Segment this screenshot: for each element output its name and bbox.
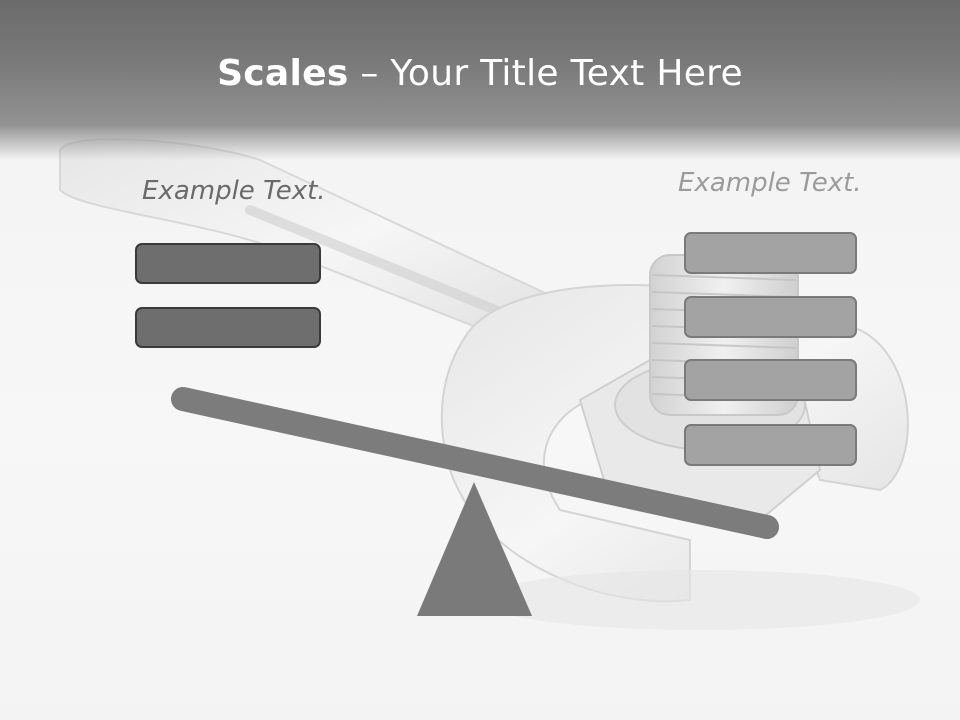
header-band	[0, 0, 960, 160]
left-pan-box-1[interactable]	[135, 243, 321, 284]
left-pan-label: Example Text.	[142, 176, 326, 206]
slide-title: Scales – Your Title Text Here	[0, 50, 960, 98]
right-pan-box-3[interactable]	[684, 359, 857, 401]
right-pan-label: Example Text.	[678, 168, 862, 198]
right-pan-box-2[interactable]	[684, 296, 857, 338]
left-pan-box-2[interactable]	[135, 307, 321, 348]
right-pan-box-1[interactable]	[684, 232, 857, 274]
right-pan-box-4[interactable]	[684, 424, 857, 466]
title-bold-text: Scales	[217, 53, 349, 94]
title-rest-text: – Your Title Text Here	[348, 53, 743, 94]
